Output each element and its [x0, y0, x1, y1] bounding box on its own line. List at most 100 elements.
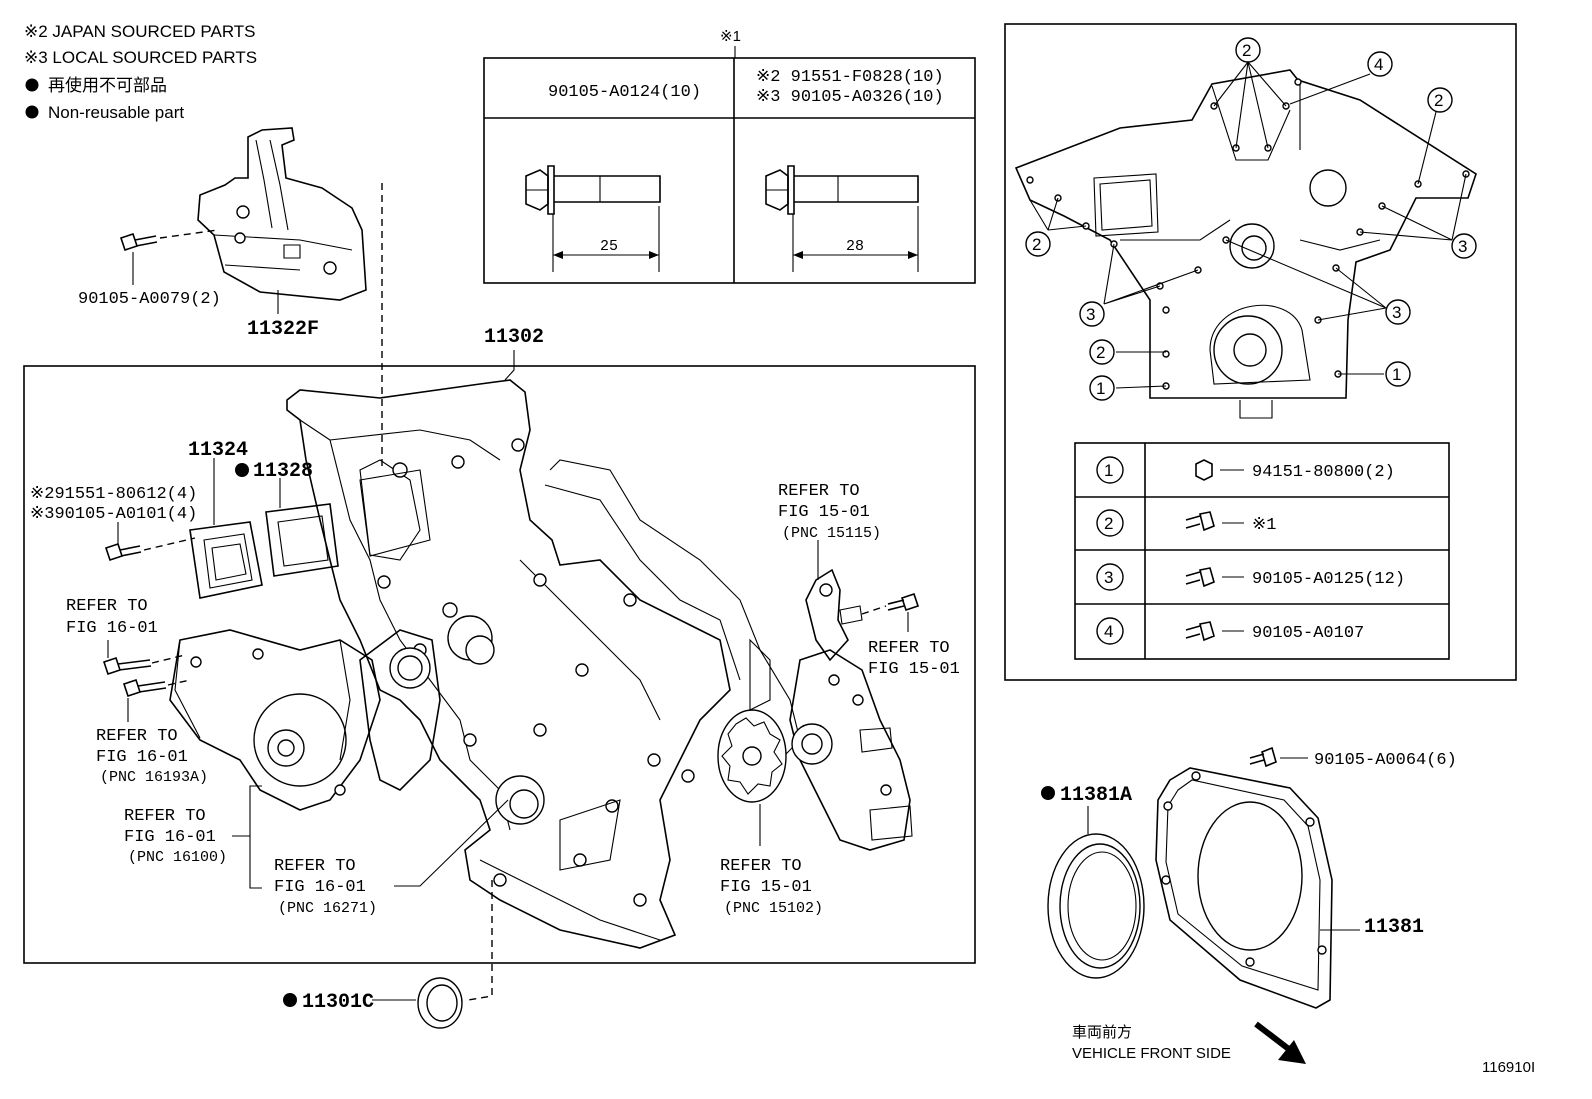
callout-circle: 3: [1451, 233, 1477, 259]
bolt-table-left-part[interactable]: 90105-A0124(10): [548, 83, 701, 102]
front-direction-arrow-icon: [1254, 1021, 1306, 1064]
leader-line: [504, 350, 515, 381]
refer-6-line1: REFER TO: [778, 482, 860, 501]
svg-text:3: 3: [1104, 568, 1113, 587]
leader-dashed: [861, 605, 887, 615]
svg-text:4: 4: [1374, 55, 1383, 74]
bolt-key-part-2: ※1: [1252, 516, 1276, 535]
bolt-length-right: 28: [846, 238, 864, 255]
leader-dashed: [143, 537, 196, 551]
non-reusable-dot-icon: [1041, 786, 1055, 800]
svg-text:1: 1: [1096, 379, 1105, 398]
legend-non-reusable-en: Non-reusable part: [48, 103, 184, 122]
vehicle-front-jp: 車両前方: [1072, 1024, 1132, 1041]
label-91551-80612[interactable]: ※291551-80612(4): [30, 485, 197, 504]
refer-1-line2: FIG 16-01: [66, 619, 158, 638]
bolt-key-table: 1 94151-80800(2) 2 ※1 3 90105-A0125(12) …: [1074, 442, 1450, 660]
refer-1-line1: REFER TO: [66, 597, 148, 616]
callout-circle: 1: [1089, 375, 1115, 401]
bolt-90105-a0079[interactable]: [119, 232, 158, 252]
oil-pump-rotor[interactable]: [717, 709, 787, 803]
callout-circle: 2: [1235, 37, 1261, 63]
oil-seal-11301c[interactable]: [417, 977, 463, 1029]
bolt-key-part-4: 90105-A0107: [1252, 624, 1364, 643]
bolt-callouts: 2 4 2 2 3 3 3 2 1 1: [1025, 37, 1477, 401]
bolt-table-mark: ※1: [720, 28, 741, 45]
label-90105-a0101[interactable]: ※390105-A0101(4): [30, 505, 197, 524]
bolt-icon: [1185, 567, 1215, 588]
leader-line: [394, 799, 509, 887]
svg-text:2: 2: [1032, 235, 1041, 254]
label-11322f[interactable]: 11322F: [247, 318, 319, 341]
refer-2-line2: FIG 16-01: [96, 748, 188, 767]
label-11302[interactable]: 11302: [484, 326, 544, 349]
timing-cover-assembly-box: [23, 365, 976, 964]
refer-5-line1: REFER TO: [720, 857, 802, 876]
label-11328[interactable]: 11328: [253, 460, 313, 483]
svg-text:3: 3: [1458, 237, 1467, 256]
bolt-key-part-3: 90105-A0125(12): [1252, 570, 1405, 589]
callout-circle: 2: [1025, 231, 1051, 257]
non-reusable-dot-icon: [235, 463, 249, 477]
bolt-key-row-4[interactable]: 4 90105-A0107: [1096, 617, 1364, 645]
leader-dashed: [151, 654, 191, 686]
bolt-refer-left[interactable]: [102, 656, 167, 698]
label-11381[interactable]: 11381: [1364, 916, 1424, 939]
label-90105-a0079[interactable]: 90105-A0079(2): [78, 290, 221, 309]
bolt-length-left: 25: [600, 238, 618, 255]
label-11324[interactable]: 11324: [188, 439, 248, 462]
cover-outline-small: [1014, 69, 1477, 419]
water-inlet[interactable]: [359, 629, 441, 791]
timing-chain-cover-11302[interactable]: [286, 379, 801, 949]
figure-id: 116910I: [1482, 1059, 1535, 1076]
bolt-key-row-1[interactable]: 1 94151-80800(2): [1096, 456, 1395, 484]
label-11301c[interactable]: 11301C: [302, 991, 374, 1014]
refer-2-line3: (PNC 16193A): [100, 769, 208, 786]
legend-local-sourced: ※3 LOCAL SOURCED PARTS: [24, 48, 257, 67]
leader-line: [232, 785, 262, 889]
bolt-icon: [1185, 621, 1215, 642]
oil-bracket[interactable]: [805, 568, 863, 662]
oil-pump-body[interactable]: [789, 649, 913, 851]
bolt-refer-right[interactable]: [887, 592, 920, 612]
oil-seal-retainer-11381[interactable]: [1155, 767, 1333, 1009]
svg-text:4: 4: [1104, 622, 1113, 641]
svg-text:2: 2: [1104, 514, 1113, 533]
leader-dashed: [159, 229, 219, 239]
label-11381a[interactable]: 11381A: [1060, 784, 1132, 807]
gasket-11324[interactable]: [189, 521, 263, 599]
svg-text:3: 3: [1392, 303, 1401, 322]
refer-6-line3: (PNC 15115): [782, 525, 881, 542]
bolt-location-box: [1004, 23, 1517, 681]
svg-text:2: 2: [1096, 343, 1105, 362]
refer-3-line2: FIG 16-01: [124, 828, 216, 847]
bolt-91551-80612[interactable]: [104, 542, 142, 562]
bolt-key-row-3[interactable]: 3 90105-A0125(12): [1096, 563, 1405, 591]
refer-7-line2: FIG 15-01: [868, 660, 960, 679]
bolt-drawing-right: 28: [765, 165, 919, 272]
legend-japan-sourced: ※2 JAPAN SOURCED PARTS: [24, 22, 256, 41]
bracket-11322f[interactable]: [197, 127, 367, 301]
vehicle-front-en: VEHICLE FRONT SIDE: [1072, 1045, 1231, 1062]
svg-text:1: 1: [1392, 365, 1401, 384]
callout-circle: 3: [1079, 301, 1105, 327]
non-reusable-dot-icon: [283, 993, 297, 1007]
bolt-key-row-2[interactable]: 2 ※1: [1096, 509, 1276, 537]
bolt-90105-a0064[interactable]: [1249, 746, 1277, 768]
label-90105-a0064[interactable]: 90105-A0064(6): [1314, 751, 1457, 770]
bolt-table-right-part-b[interactable]: ※3 90105-A0326(10): [756, 88, 944, 107]
nut-icon: [1195, 459, 1213, 481]
bolt-table-right-part-a[interactable]: ※2 91551-F0828(10): [756, 68, 944, 87]
callout-circle: 4: [1367, 51, 1393, 77]
legend-non-reusable-jp: 再使用不可部品: [48, 75, 167, 95]
refer-4-line2: FIG 16-01: [274, 878, 366, 897]
rear-oil-seal-11381a[interactable]: [1047, 833, 1145, 979]
refer-3-line1: REFER TO: [124, 807, 206, 826]
callout-circle: 2: [1427, 87, 1453, 113]
bolt-key-part-1: 94151-80800(2): [1252, 463, 1395, 482]
gasket-11328[interactable]: [265, 503, 339, 577]
refer-4-line1: REFER TO: [274, 857, 356, 876]
bolt-location-leaders: [1029, 61, 1467, 389]
bolt-drawing-left: 25: [525, 165, 661, 272]
non-reusable-dot-icon: [25, 78, 39, 92]
